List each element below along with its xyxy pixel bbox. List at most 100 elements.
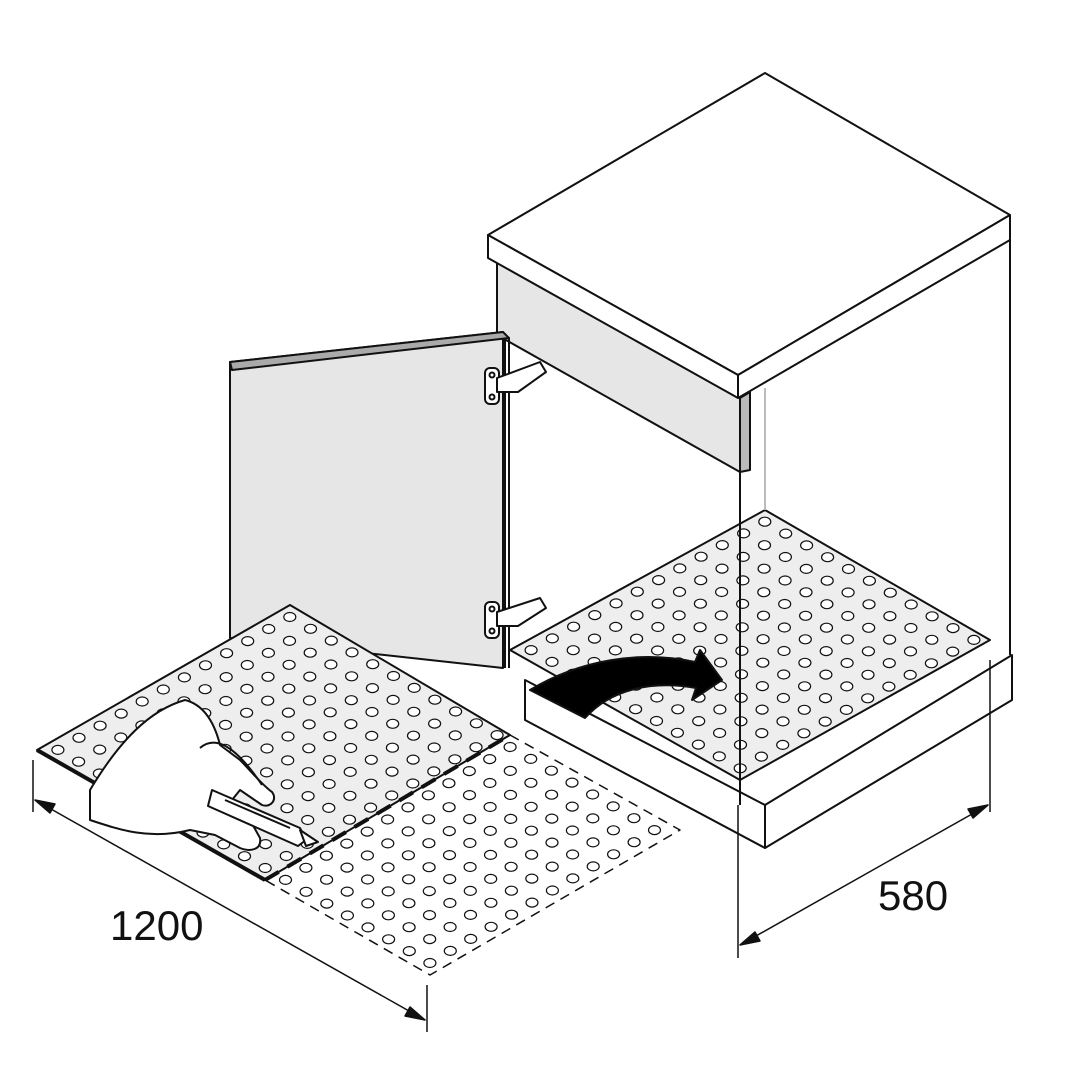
width-dimension-label: 1200 [110,902,204,949]
mat-stud [904,599,918,610]
mat-stud [798,634,812,645]
mat-stud [524,801,538,812]
mat-stud [651,574,666,586]
mat-stud [340,862,354,873]
mat-stud [544,789,559,800]
mat-stud [386,670,401,682]
mat-stud [402,898,416,909]
mat-stud [755,704,769,715]
mat-stud [360,850,374,861]
mat-stud [586,813,600,824]
mat-stud [381,886,395,897]
mat-stud [483,777,497,789]
mat-stud [946,622,960,634]
mat-stud [713,657,728,668]
mat-stud [861,669,875,680]
mat-stud [524,753,538,765]
mat-stud [344,718,358,730]
mat-stud [240,683,254,695]
mat-stud [343,790,357,801]
mat-stud [693,622,707,633]
mat-stud [407,706,421,717]
mat-stud [504,837,518,848]
mat-stud [776,716,790,727]
mat-stud [428,694,442,705]
mat-stud [861,646,876,657]
mat-stud [442,802,456,813]
mat-stud [385,790,399,801]
mat-stud [156,684,170,695]
mat-stud [406,778,420,789]
mat-stud [778,598,792,610]
mat-stud [422,814,436,825]
mat-stud [797,728,811,739]
mat-stud [924,658,939,669]
mat-stud [280,803,294,814]
mat-stud [260,743,274,754]
mat-stud [691,739,706,750]
mat-stud [799,540,814,551]
mat-stud [840,681,854,692]
mat-stud [713,704,727,715]
mat-stud [606,849,621,860]
mat-stud [798,657,812,668]
mat-stud [427,742,441,753]
mat-stud [299,862,313,873]
mat-stud [946,646,960,657]
mat-stud [647,824,662,836]
mat-stud [629,633,644,644]
mat-stud [504,813,518,825]
mat-stud [406,754,420,765]
mat-stud [114,732,128,743]
mat-stud [861,693,875,704]
mat-stud [135,696,149,707]
mat-stud [423,933,437,945]
mat-stud [778,575,792,586]
mat-stud [712,727,727,739]
mat-stud [381,862,395,873]
mat-stud [302,695,317,706]
mat-stud [422,838,436,849]
mat-stud [463,837,477,849]
mat-stud [755,727,769,739]
mat-stud [483,753,497,765]
mat-stud [442,849,457,861]
mat-stud [566,873,580,884]
mat-stud [798,610,813,621]
mat-stud [260,767,274,778]
mat-stud [715,563,729,574]
mat-stud [345,647,359,658]
mat-stud [381,814,395,825]
mat-stud [779,528,793,539]
mat-stud [114,708,128,719]
mat-stud [778,551,793,563]
mat-stud [735,622,749,633]
mat-stud [360,826,374,837]
mat-stud [758,516,772,527]
mat-stud [319,850,333,861]
mat-stud [903,669,917,681]
mat-stud [324,635,338,646]
mat-stud [818,716,832,727]
mat-stud [301,767,315,778]
mat-stud [565,777,579,788]
mat-stud [586,837,600,848]
mat-stud [345,671,359,682]
mat-stud [340,886,354,897]
mat-stud [524,825,539,836]
mat-stud [649,715,664,727]
mat-stud [525,897,539,908]
mat-stud [565,801,579,812]
mat-stud [627,837,641,848]
mat-stud [588,609,602,621]
mat-stud [198,684,212,695]
mat-stud [469,718,483,729]
mat-stud [651,598,665,609]
mat-stud [428,718,442,729]
mat-stud [323,707,337,718]
mat-offcut [264,734,681,976]
mat-stud [650,692,664,703]
mat-stud [237,851,252,862]
mat-stud [281,755,295,766]
mat-stud [443,897,457,909]
